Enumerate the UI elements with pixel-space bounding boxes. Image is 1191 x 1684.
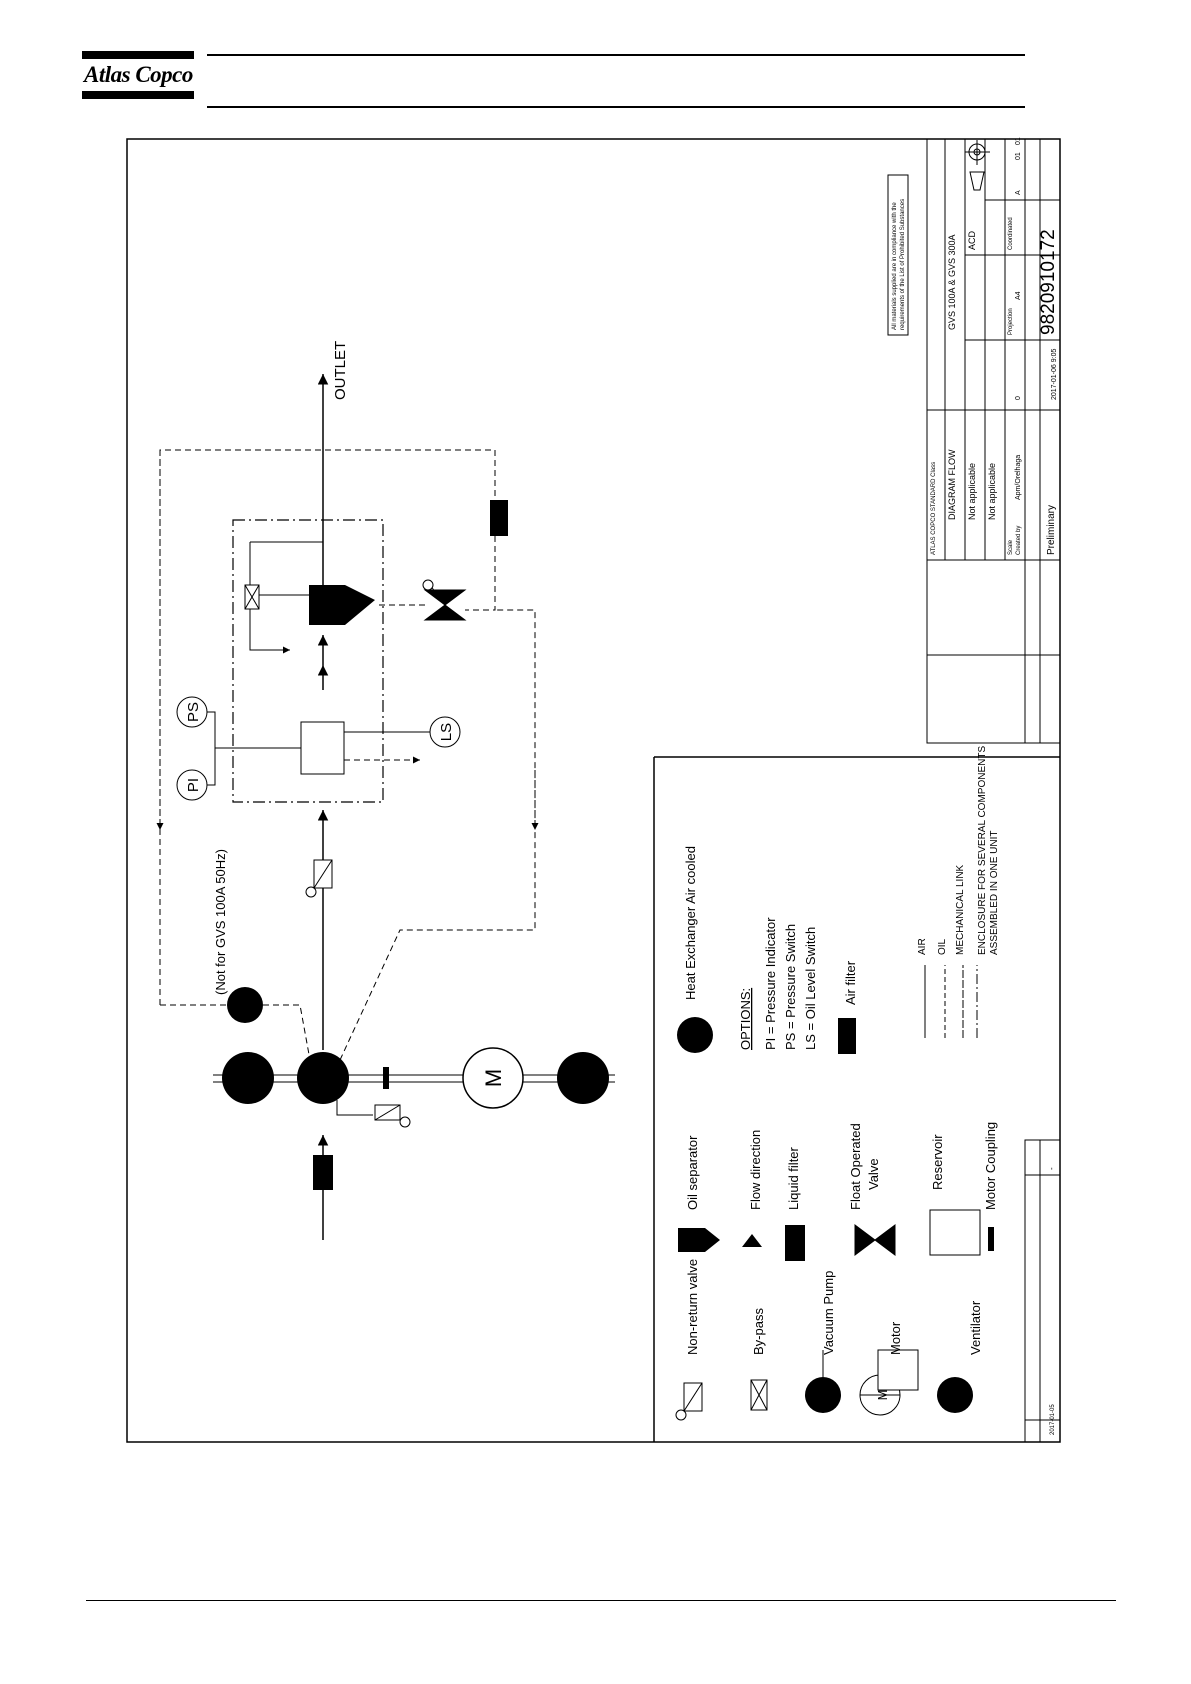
legend-bypass: By-pass — [751, 1308, 766, 1355]
tb-author-label: Created by — [1016, 526, 1022, 555]
line-enclosure-2: ASSEMBLED IN ONE UNIT — [989, 831, 1000, 955]
tb-revision-date: 2017-01-05 — [1050, 1404, 1056, 1435]
legend-motor-label: Motor — [888, 1321, 903, 1355]
option-ls: LS = Oil Level Switch — [803, 927, 818, 1050]
header-rule-bottom — [207, 106, 1025, 108]
tb-name: DIAGRAM FLOW — [947, 449, 957, 520]
inlet-air-filter — [313, 1155, 333, 1190]
line-oil: OIL — [937, 938, 948, 955]
float-operated-valve — [422, 579, 467, 621]
sheet-frame — [126, 138, 1061, 1443]
legend-heat-exchanger-label: Heat Exchanger Air cooled — [683, 846, 698, 1000]
tb-projection: Projection — [1008, 308, 1014, 335]
motor-symbol — [462, 1047, 524, 1109]
legend-vacuum-pump — [805, 1377, 841, 1413]
legend-air-filter-label: Air filter — [843, 960, 858, 1005]
tb-coordinated: Coordinated — [1008, 217, 1014, 250]
logo-bar-top — [82, 51, 194, 59]
options-title: OPTIONS: — [738, 988, 753, 1050]
liquid-filter — [490, 500, 508, 536]
legend-float-label-2: Valve — [866, 1158, 881, 1190]
tb-author: Apm/Orelhaga — [1015, 455, 1022, 500]
legend-nonreturn: Non-return valve — [685, 1259, 700, 1355]
outlet-label: OUTLET — [332, 341, 349, 400]
legend-flow-direction-label: Flow direction — [748, 1130, 763, 1210]
legend-heat-exchanger — [677, 1017, 713, 1053]
ps-label: PS — [185, 702, 202, 722]
reservoir — [300, 721, 345, 775]
mechanical-shaft — [213, 1074, 615, 1083]
option-ps: PS = Pressure Switch — [783, 924, 798, 1050]
pump-nonreturn-valve — [336, 1100, 411, 1128]
legend-air-filter — [838, 1018, 856, 1054]
title-block-texts: All materials supplied are in compliance… — [892, 137, 1059, 1435]
ventilator-right — [557, 1052, 609, 1104]
legend-motor-letter: M — [875, 1390, 890, 1401]
legend-motor-coupling-label: Motor Coupling — [983, 1122, 998, 1210]
nonreturn-valve-main — [305, 859, 333, 898]
tb-coordinator: ACD — [967, 230, 977, 250]
tb-sheet: 01 — [1015, 152, 1022, 160]
tb-status: Preliminary — [1046, 505, 1057, 555]
tb-date: 2017-01-06 9:05 — [1051, 349, 1058, 400]
compliance-1: All materials supplied are in compliance… — [892, 202, 898, 330]
legend-vacuum-pump-label: Vacuum Pump — [821, 1271, 836, 1355]
oil-lines — [156, 449, 539, 1061]
legend-liquid-filter-label: Liquid filter — [786, 1146, 801, 1210]
brand-logo: Atlas Copco — [84, 62, 193, 87]
tb-format: A4 — [1015, 291, 1022, 300]
tb-na-2: Not applicable — [987, 463, 997, 520]
tb-revision-mark: - — [1047, 1167, 1056, 1170]
motor-coupling — [383, 1067, 389, 1089]
legend-oil-separator-label: Oil separator — [685, 1135, 700, 1210]
bypass — [244, 541, 323, 654]
tb-standard: ATLAS COPCO STANDARD Class — [931, 462, 937, 555]
tb-sheet-of: 01 — [1015, 137, 1022, 145]
compliance-note-box — [887, 174, 909, 336]
line-enclosure-1: ENCLOSURE FOR SEVERAL COMPONENTS — [977, 746, 988, 955]
motor-label: M — [481, 1069, 506, 1087]
line-air: AIR — [917, 938, 928, 955]
title-block — [926, 138, 1061, 1443]
logo-bar-bottom — [82, 91, 194, 99]
option-pi: PI = Pressure Indicator — [763, 917, 778, 1050]
legend-texts: Non-return valve By-pass Vacuum Pump Mot… — [683, 746, 1000, 1355]
legend-symbols — [675, 1349, 919, 1421]
legend-line-samples — [924, 965, 978, 1038]
legend-liquid-filter — [785, 1225, 805, 1261]
legend-ventilator-label: Ventilator — [968, 1300, 983, 1355]
projection-symbol — [965, 140, 990, 191]
tb-models: GVS 100A & GVS 300A — [947, 234, 957, 330]
instruments — [176, 696, 461, 801]
ls-label: LS — [438, 723, 455, 741]
tb-document-number: 9820910172 — [1038, 229, 1059, 335]
legend-float-valve — [854, 1224, 896, 1256]
ventilator-left — [222, 1052, 274, 1104]
tb-scale: Scale — [1008, 539, 1014, 555]
legend-ventilator — [937, 1377, 973, 1413]
legend-reservoir — [929, 1209, 981, 1256]
legend-float-label-1: Float Operated — [848, 1123, 863, 1210]
enclosure — [232, 519, 384, 803]
oil-separator — [309, 585, 375, 625]
line-mech: MECHANICAL LINK — [955, 864, 966, 955]
tb-mass: 0 — [1015, 396, 1022, 400]
legend-reservoir-label: Reservoir — [930, 1134, 945, 1190]
vacuum-pump — [297, 1052, 349, 1104]
header-rule-top — [207, 54, 1025, 56]
legend-flow-direction — [742, 1234, 762, 1247]
tb-edition: A — [1015, 190, 1022, 195]
legend-motor-coupling — [988, 1227, 994, 1251]
compliance-2: requirements of the List of Prohibited S… — [900, 199, 906, 330]
tb-na-1: Not applicable — [967, 463, 977, 520]
legend-oil-separator — [678, 1228, 720, 1252]
footer-rule — [86, 1600, 1116, 1601]
pi-label: PI — [185, 778, 202, 792]
note-label: (Not for GVS 100A 50Hz) — [213, 849, 228, 995]
heat-exchanger — [227, 987, 263, 1023]
